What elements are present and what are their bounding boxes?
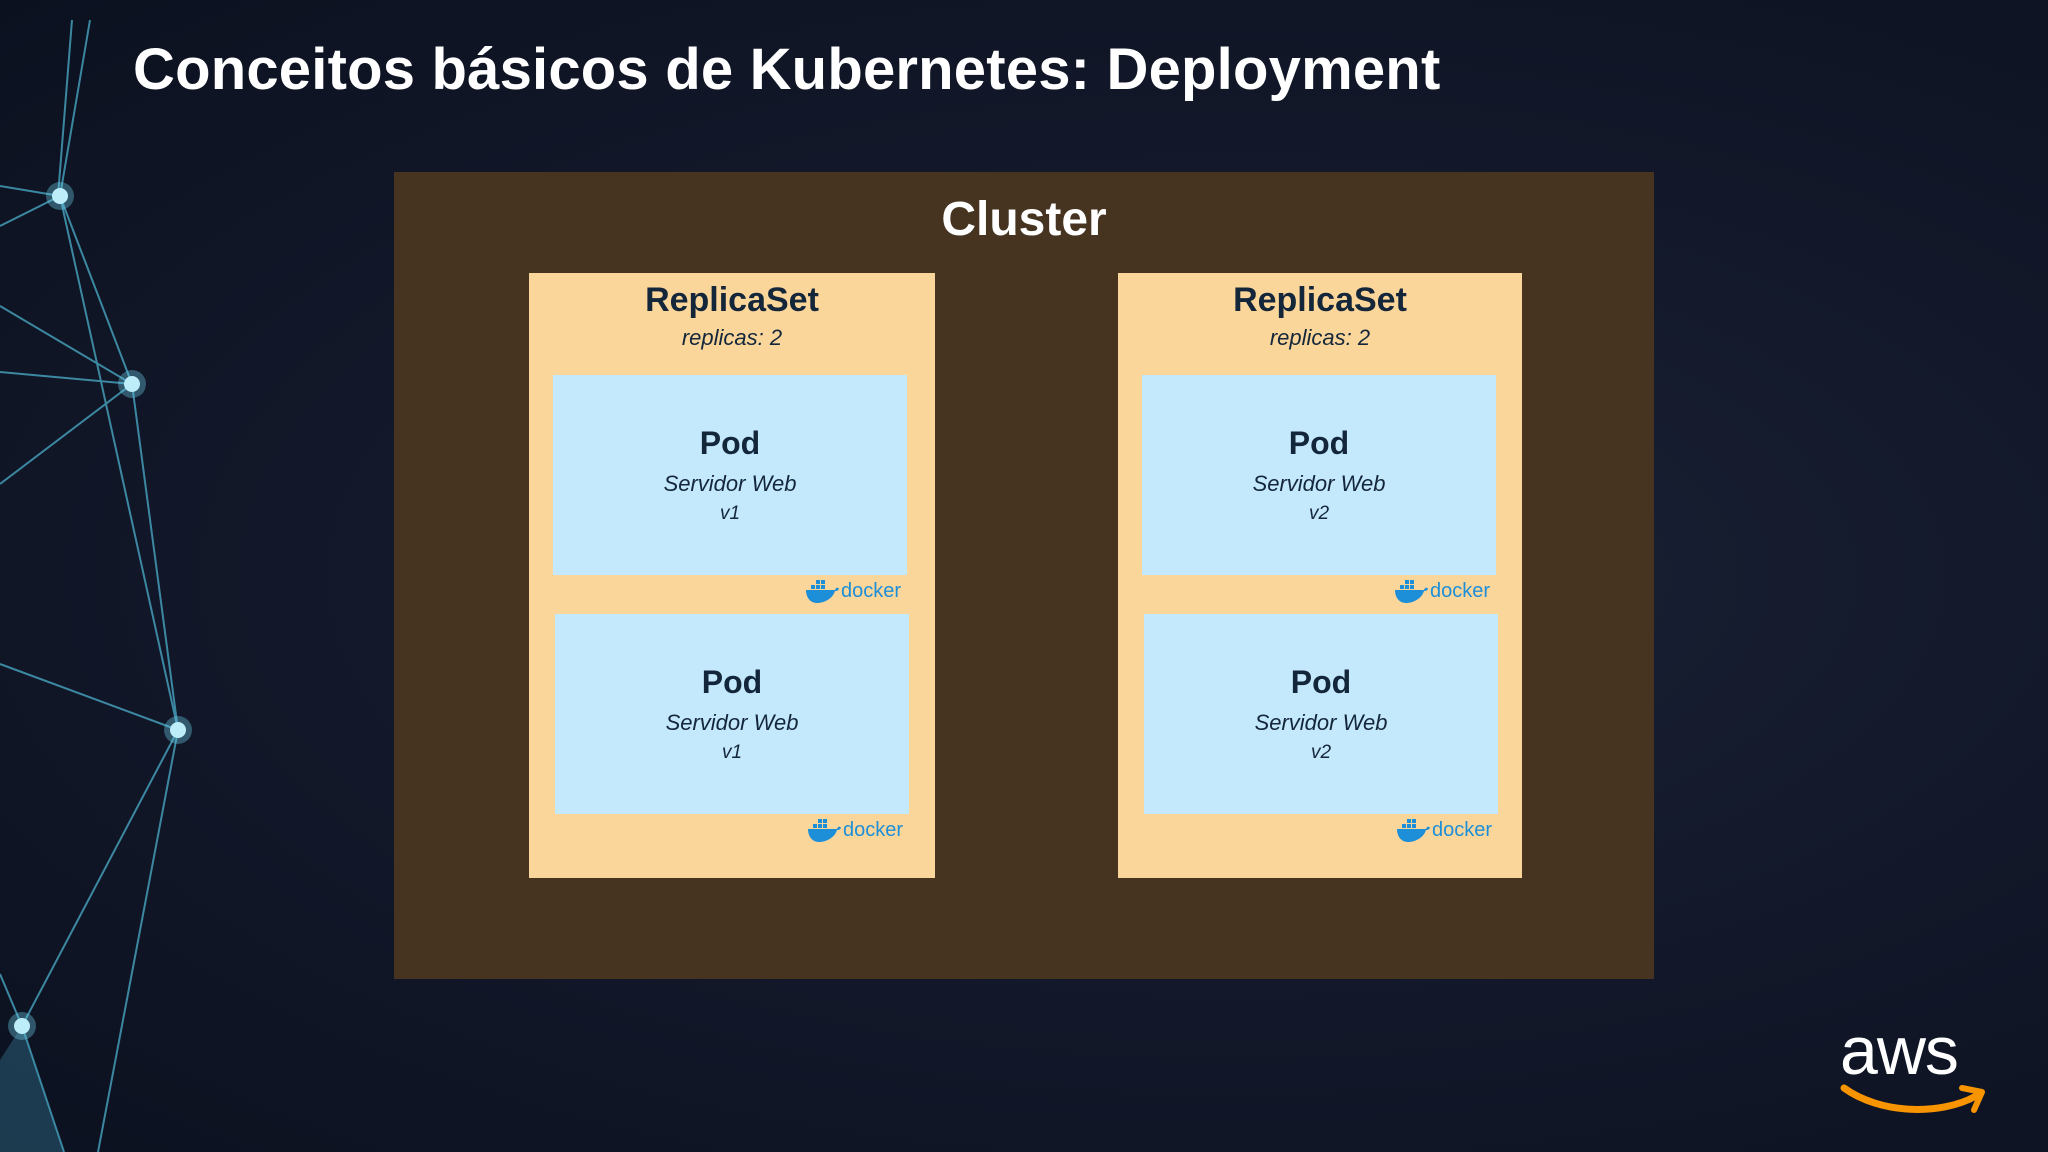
docker-badge: docker — [1396, 817, 1492, 843]
pod-name: Pod — [1288, 425, 1350, 461]
docker-label: docker — [1430, 579, 1491, 602]
pod-box: Pod Servidor Web v2 — [1142, 375, 1496, 575]
pod-name: Pod — [699, 425, 761, 461]
replicaset-replicas: replicas: 2 — [1269, 325, 1371, 350]
pod-version: v2 — [1308, 503, 1330, 524]
replicaset-title: ReplicaSet — [1233, 281, 1407, 319]
pod-version: v1 — [719, 503, 741, 524]
cluster-box: Cluster ReplicaSet replicas: 2 Pod Servi… — [394, 172, 1654, 979]
pod-description: Servidor Web — [665, 710, 799, 735]
pod-box: Pod Servidor Web v1 — [553, 375, 907, 575]
docker-whale-icon — [806, 580, 839, 603]
docker-label: docker — [843, 818, 904, 841]
docker-whale-icon — [808, 819, 841, 842]
pod-name: Pod — [1290, 664, 1352, 700]
aws-logo: aws — [1840, 1013, 1990, 1120]
replicaset-title: ReplicaSet — [645, 281, 819, 319]
pod-description: Servidor Web — [1254, 710, 1388, 735]
docker-label: docker — [1432, 818, 1493, 841]
docker-whale-icon — [1395, 580, 1428, 603]
docker-badge: docker — [1394, 578, 1490, 604]
docker-label: docker — [841, 579, 902, 602]
pod-box: Pod Servidor Web v2 — [1144, 614, 1498, 814]
docker-badge: docker — [807, 817, 903, 843]
pod-name: Pod — [701, 664, 763, 700]
docker-badge: docker — [805, 578, 901, 604]
aws-logo-text: aws — [1840, 1013, 1959, 1089]
network-decoration — [0, 19, 192, 1152]
docker-whale-icon — [1397, 819, 1430, 842]
pod-box: Pod Servidor Web v1 — [555, 614, 909, 814]
pod-version: v2 — [1310, 742, 1332, 763]
aws-smile-icon — [1840, 1084, 1985, 1113]
pod-description: Servidor Web — [1252, 471, 1386, 496]
cluster-label: Cluster — [941, 193, 1107, 246]
replicaset-replicas: replicas: 2 — [681, 325, 783, 350]
pod-description: Servidor Web — [663, 471, 797, 496]
replicaset-left: ReplicaSet replicas: 2 Pod Servidor Web … — [529, 273, 935, 878]
pod-version: v1 — [721, 742, 743, 763]
slide-title: Conceitos básicos de Kubernetes: Deploym… — [133, 37, 1441, 102]
replicaset-right: ReplicaSet replicas: 2 Pod Servidor Web … — [1118, 273, 1522, 878]
